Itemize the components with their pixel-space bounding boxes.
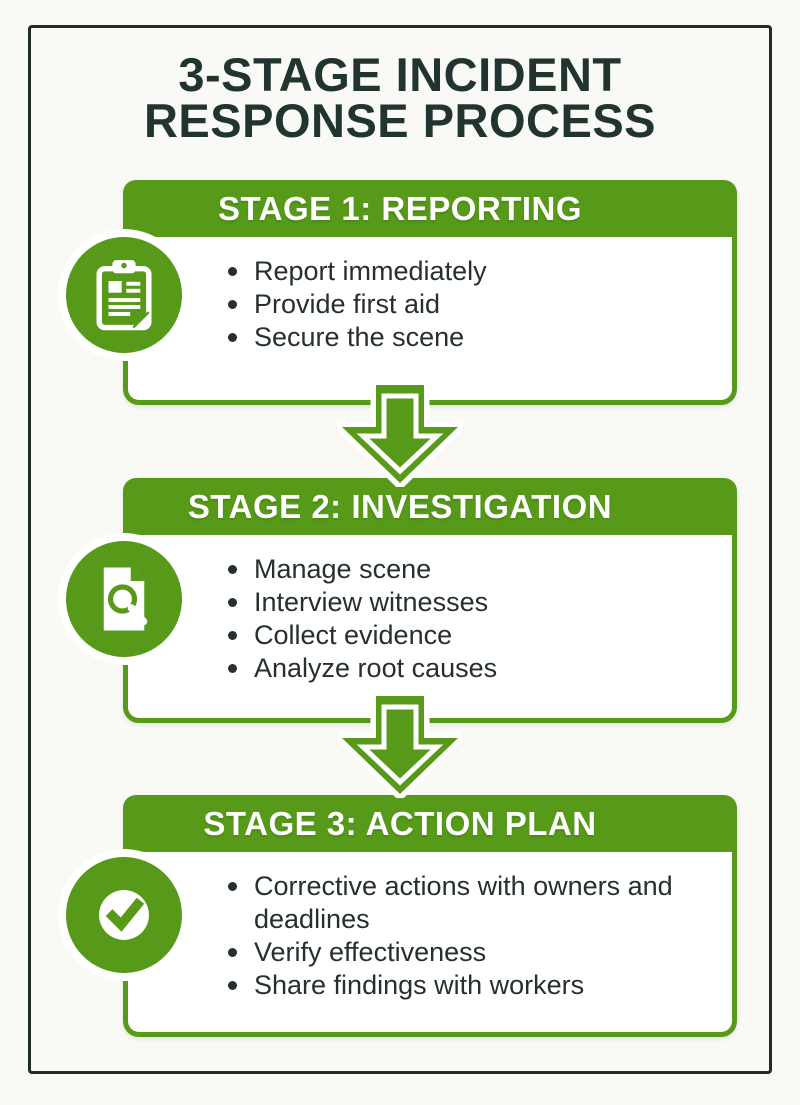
check-circle-icon bbox=[58, 849, 190, 981]
list-item: Corrective actions with owners and deadl… bbox=[228, 870, 716, 936]
stage-2-bullet-list: Manage scene Interview witnesses Collect… bbox=[228, 553, 716, 685]
page-title: 3-STAGE INCIDENT RESPONSE PROCESS bbox=[0, 51, 800, 147]
document-magnifier-icon bbox=[58, 533, 190, 665]
down-arrow-icon bbox=[338, 694, 462, 798]
down-arrow-icon bbox=[338, 383, 462, 487]
title-line-1: 3-STAGE INCIDENT bbox=[178, 48, 622, 101]
stage-3-header: STAGE 3: ACTION PLAN bbox=[123, 795, 737, 852]
list-item: Analyze root causes bbox=[228, 652, 716, 685]
list-item: Interview witnesses bbox=[228, 586, 716, 619]
list-item: Verify effectiveness bbox=[228, 936, 716, 969]
list-item: Report immediately bbox=[228, 255, 716, 288]
stage-3-card: STAGE 3: ACTION PLAN Corrective actions … bbox=[123, 795, 737, 1037]
checkmark-glyph bbox=[99, 890, 149, 940]
stage-2-header: STAGE 2: INVESTIGATION bbox=[123, 478, 737, 535]
list-item: Share findings with workers bbox=[228, 969, 716, 1002]
clipboard-glyph bbox=[96, 260, 152, 331]
list-item: Secure the scene bbox=[228, 321, 716, 354]
stage-3-bullet-list: Corrective actions with owners and deadl… bbox=[228, 870, 716, 1002]
stage-1-bullet-list: Report immediately Provide first aid Sec… bbox=[228, 255, 716, 354]
document-magnifier-glyph bbox=[103, 567, 148, 631]
stage-1-header-label: STAGE 1: REPORTING bbox=[217, 189, 583, 227]
list-item: Provide first aid bbox=[228, 288, 716, 321]
stage-1-header: STAGE 1: REPORTING bbox=[123, 180, 737, 237]
list-item: Collect evidence bbox=[228, 619, 716, 652]
stage-1-card: STAGE 1: REPORTING Report immediately Pr… bbox=[123, 180, 737, 405]
clipboard-report-icon bbox=[58, 229, 190, 361]
stage-2-card: STAGE 2: INVESTIGATION Manage scene Inte… bbox=[123, 478, 737, 723]
stage-2-header-label: STAGE 2: INVESTIGATION bbox=[187, 487, 613, 525]
list-item: Manage scene bbox=[228, 553, 716, 586]
stage-3-header-label: STAGE 3: ACTION PLAN bbox=[203, 804, 597, 842]
title-line-2: RESPONSE PROCESS bbox=[143, 94, 657, 147]
